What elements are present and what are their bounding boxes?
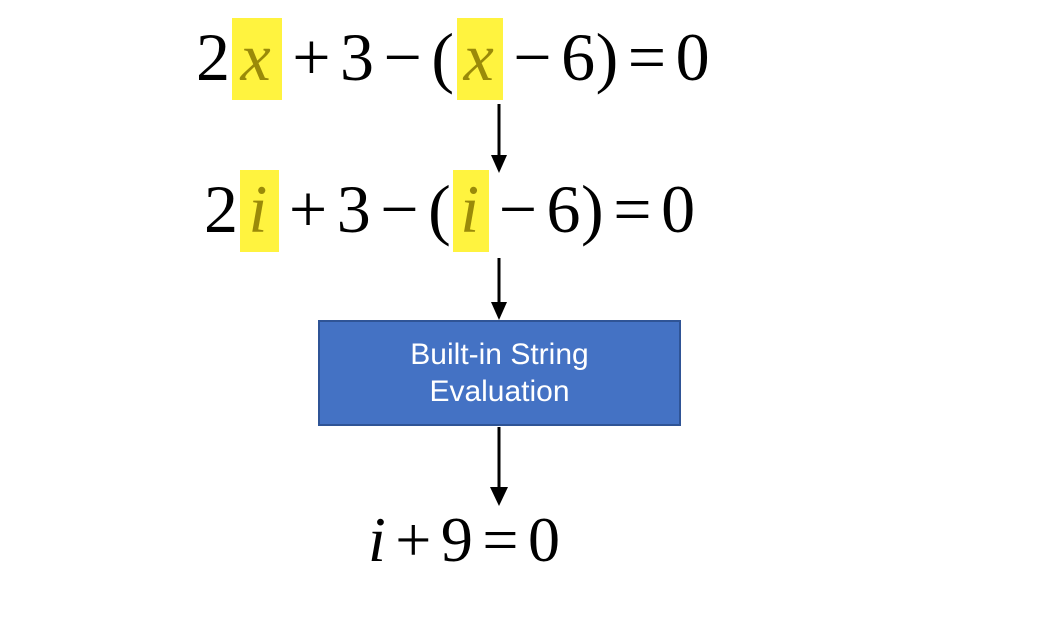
equals-operator: = [627, 19, 667, 95]
highlighted-variable-i-2: i [453, 170, 489, 252]
minus-operator-1: − [380, 171, 420, 247]
coefficient-2: 2 [204, 171, 239, 247]
constant-0: 0 [527, 504, 561, 575]
equals-operator: = [482, 504, 519, 575]
constant-9: 9 [440, 504, 474, 575]
minus-operator-1: − [383, 19, 423, 95]
constant-3: 3 [336, 171, 372, 247]
plus-operator: + [288, 171, 328, 247]
open-paren: ( [428, 171, 452, 247]
variable-i: i [368, 504, 387, 575]
plus-operator: + [395, 504, 432, 575]
open-paren: ( [431, 19, 455, 95]
equation-step-4: i+9=0 [368, 508, 560, 572]
process-box-line-2: Evaluation [429, 375, 570, 408]
process-box-builtin-string-evaluation[interactable]: Built-in String Evaluation [318, 320, 681, 426]
minus-operator-2: − [513, 19, 553, 95]
minus-operator-2: − [498, 171, 538, 247]
constant-0: 0 [661, 171, 696, 247]
process-box-line-1: Built-in String [410, 337, 589, 371]
highlighted-variable-i-1: i [239, 170, 279, 252]
highlighted-variable-x-2: x [456, 18, 504, 100]
coefficient-2: 2 [196, 19, 231, 95]
constant-3: 3 [340, 19, 375, 95]
highlighted-variable-x-1: x [231, 18, 283, 100]
equals-operator: = [613, 171, 653, 247]
plus-operator: + [292, 19, 332, 95]
close-paren: ) [595, 19, 619, 95]
constant-6: 6 [561, 19, 596, 95]
constant-6: 6 [546, 171, 582, 247]
constant-0: 0 [675, 19, 711, 95]
close-paren: ) [581, 171, 605, 247]
